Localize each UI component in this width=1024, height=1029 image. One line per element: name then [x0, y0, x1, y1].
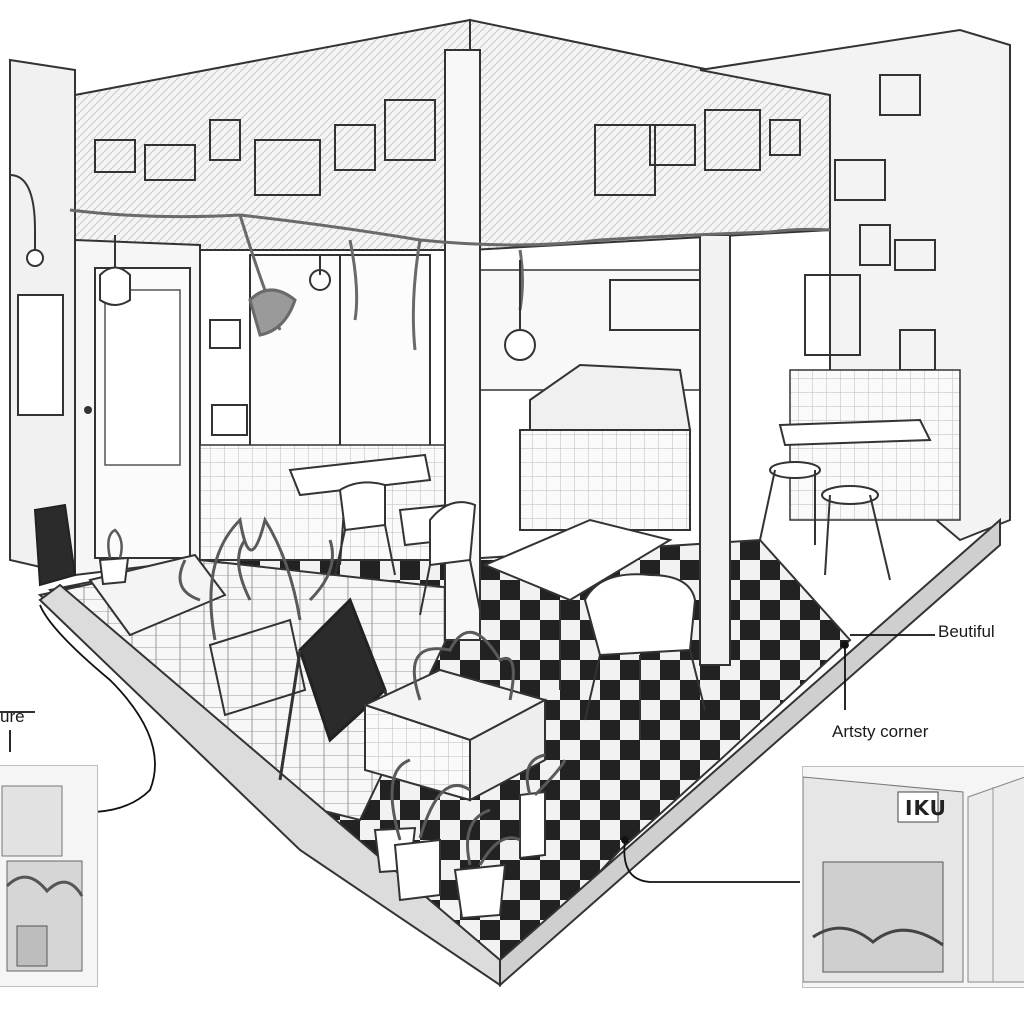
- callout-lines: [0, 604, 935, 883]
- wall-art-frames: [94, 74, 936, 436]
- potted-plants: [98, 528, 567, 920]
- dining-tables: [288, 453, 673, 690]
- inset-photo-storefront: [802, 766, 1024, 988]
- tiled-planter: [362, 630, 548, 802]
- chairs: [334, 481, 706, 740]
- callout-label-beautiful: Beutiful: [938, 622, 995, 641]
- callout-label-artsy-corner: Artsty corner: [832, 722, 929, 741]
- storefront-sign-text: IKU: [905, 796, 947, 820]
- pendant-lamps: [9, 174, 536, 361]
- entrance-wall: [17, 238, 201, 577]
- chalkboard-sign: [33, 503, 397, 781]
- counter: [479, 269, 711, 531]
- planter-box: [178, 516, 334, 717]
- inset-photo-left: [0, 765, 98, 987]
- hanging-vines: [69, 208, 831, 351]
- menu-board-wall: [17, 294, 64, 416]
- bar-counter: [759, 369, 961, 581]
- callout-label-left: ure: [0, 707, 25, 726]
